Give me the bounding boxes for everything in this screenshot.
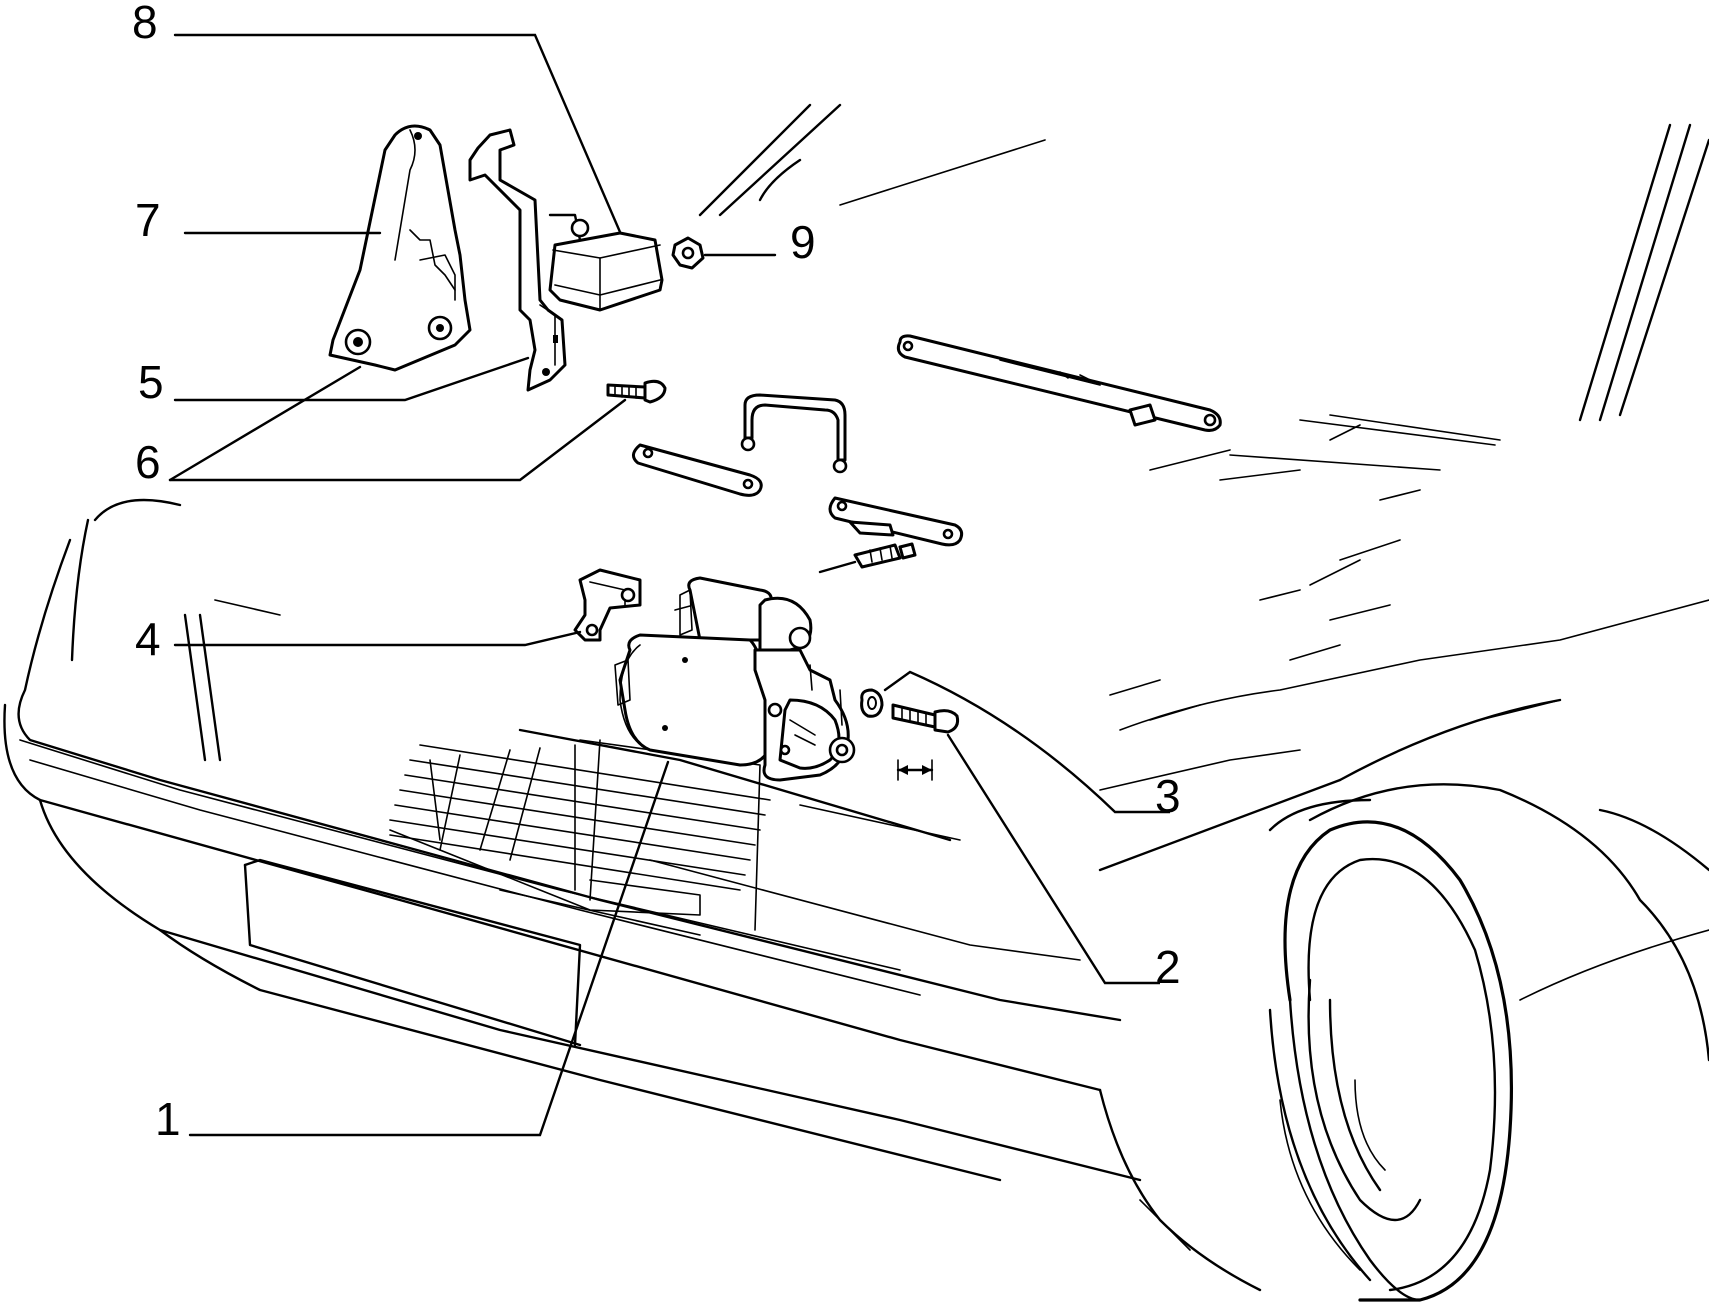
- sensor-bar-part: [896, 334, 1222, 432]
- callout-6: 6: [135, 436, 161, 488]
- callout-5: 5: [138, 356, 164, 408]
- washer-part: [860, 688, 884, 718]
- starter-motor-part: [614, 576, 856, 782]
- mounting-bracket-part: [468, 128, 567, 392]
- support-plate-part: [328, 124, 472, 372]
- callout-labels: 8 7 5 6 9 4 3 2 1: [132, 0, 1181, 1145]
- cable-straps: [632, 393, 964, 574]
- car-body-outline: [3, 103, 1709, 1302]
- cable-bracket-part: [573, 568, 642, 642]
- bolt-part: [891, 703, 960, 781]
- callout-8: 8: [132, 0, 158, 48]
- callout-4: 4: [135, 613, 161, 665]
- callout-2: 2: [1155, 941, 1181, 993]
- callout-1: 1: [155, 1093, 181, 1145]
- callout-9: 9: [790, 216, 816, 268]
- control-unit-part: [548, 213, 664, 312]
- screw-part: [606, 379, 667, 404]
- nut-part: [671, 236, 705, 270]
- callout-7: 7: [135, 194, 161, 246]
- leader-lines: [168, 33, 1170, 1137]
- callout-3: 3: [1155, 770, 1181, 822]
